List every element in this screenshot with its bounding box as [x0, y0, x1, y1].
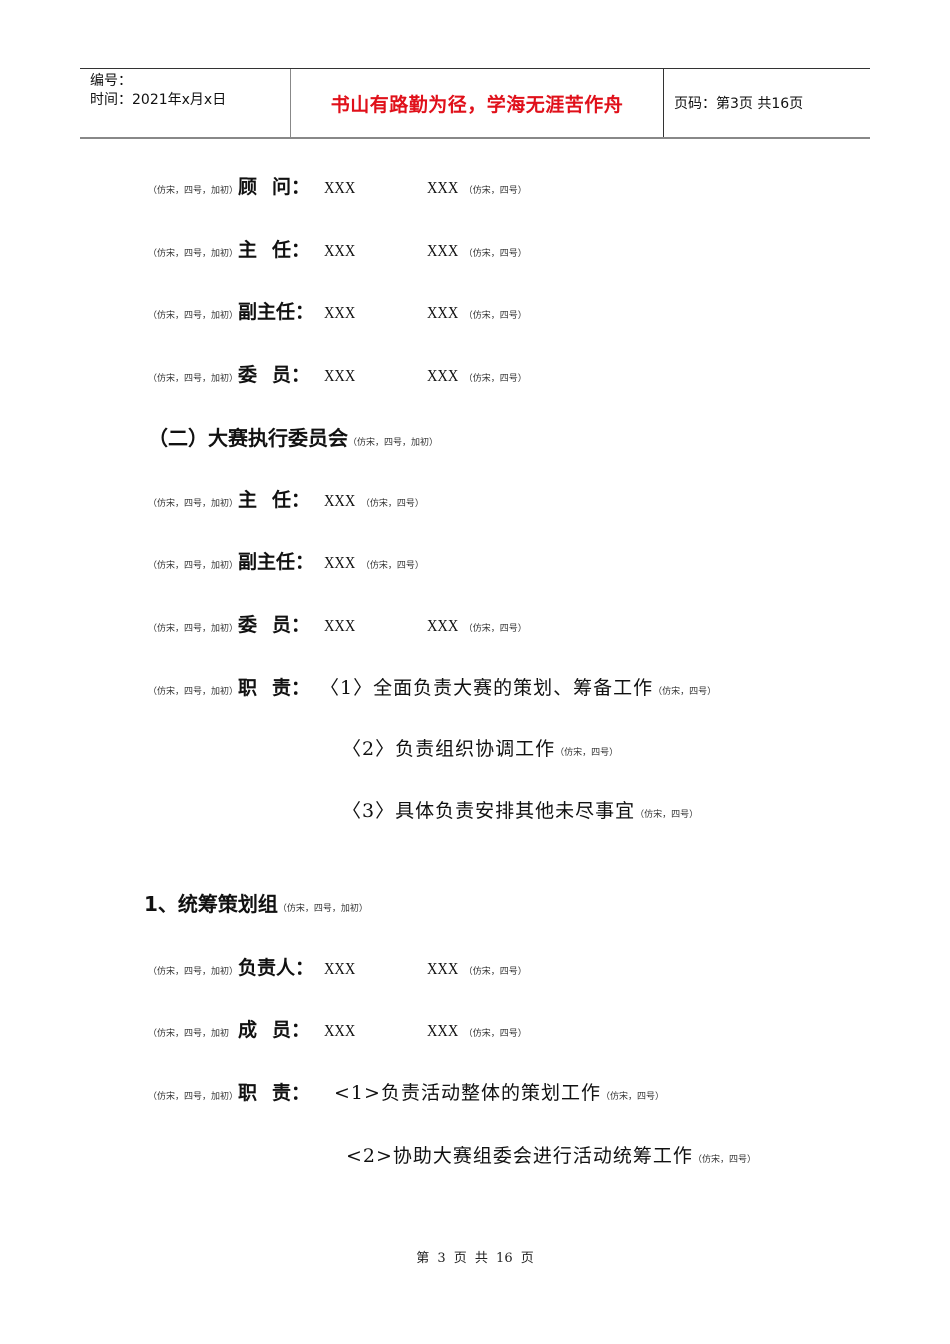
name-value: XXX: [324, 553, 356, 572]
format-note: （仿宋，四号，加初）: [148, 249, 239, 259]
role-label: 主任：: [238, 489, 311, 511]
format-note: （仿宋，四号）: [600, 1092, 664, 1102]
role-label: 副主任：: [238, 551, 315, 573]
format-note: （仿宋，四号）: [463, 967, 527, 977]
format-note: （仿宋，四号，加初）: [148, 186, 239, 196]
name-value: XXX: [426, 959, 459, 978]
page-header: 编号： 时间：2021年x月x日 书山有路勤为径，学海无涯苦作舟 页码：第3页 …: [80, 68, 870, 139]
format-note: （仿宋，四号）: [463, 311, 527, 321]
header-page-info: 页码：第3页 共16页: [674, 96, 804, 112]
format-note: （仿宋，四号，加初）: [148, 687, 239, 697]
role-label: 副主任：: [238, 301, 315, 323]
duty-item: <2>协助大赛组委会进行活动统筹工作: [346, 1145, 693, 1167]
format-note: （仿宋，四号）: [360, 561, 424, 571]
group-members-row: （仿宋，四号，加初 成员： XXX XXX （仿宋，四号）: [148, 1015, 527, 1042]
group-title: 1、统筹策划组: [144, 892, 278, 916]
format-note: （仿宋，四号，加初）: [148, 374, 239, 384]
format-note: （仿宋，四号，加初）: [348, 438, 439, 448]
committee-row-director: （仿宋，四号，加初） 主任： XXX XXX （仿宋，四号）: [148, 235, 527, 262]
format-note: （仿宋，四号）: [653, 687, 717, 697]
doc-number-label: 编号：: [90, 73, 132, 89]
format-note: （仿宋，四号，加初）: [148, 967, 239, 977]
name-value: XXX: [324, 303, 356, 322]
role-label: 职责：: [238, 1082, 311, 1104]
format-note: （仿宋，四号）: [692, 1155, 756, 1165]
format-note: （仿宋，四号）: [463, 374, 527, 384]
group-heading: 1、统筹策划组 （仿宋，四号，加初）: [144, 888, 368, 917]
name-value: XXX: [324, 241, 356, 260]
name-value: XXX: [324, 491, 356, 510]
name-value: XXX: [324, 959, 356, 978]
committee-row-deputy: （仿宋，四号，加初） 副主任： XXX XXX （仿宋，四号）: [148, 297, 527, 324]
name-value: XXX: [324, 616, 356, 635]
name-value: XXX: [426, 1021, 459, 1040]
group-duty-row: <2>协助大赛组委会进行活动统筹工作 （仿宋，四号）: [346, 1141, 756, 1168]
format-note: （仿宋，四号）: [463, 249, 527, 259]
format-note: （仿宋，四号，加初）: [148, 311, 239, 321]
role-label: 委员：: [238, 364, 311, 386]
name-value: XXX: [324, 1021, 356, 1040]
exec-row-deputy: （仿宋，四号，加初） 副主任： XXX （仿宋，四号）: [148, 547, 424, 574]
header-meta: 编号： 时间：2021年x月x日: [80, 69, 291, 137]
role-label: 委员：: [238, 614, 311, 636]
format-note: （仿宋，四号）: [555, 748, 619, 758]
exec-duty-row: 〈2〉负责组织协调工作 （仿宋，四号）: [342, 734, 618, 761]
format-note: （仿宋，四号）: [463, 624, 527, 634]
duty-item: <1>负责活动整体的策划工作: [334, 1082, 601, 1104]
format-note: （仿宋，四号）: [635, 810, 699, 820]
format-note: （仿宋，四号，加初）: [148, 499, 239, 509]
name-value: XXX: [426, 303, 459, 322]
format-note: （仿宋，四号）: [360, 499, 424, 509]
committee-row-member: （仿宋，四号，加初） 委员： XXX XXX （仿宋，四号）: [148, 360, 527, 387]
format-note: （仿宋，四号，加初: [148, 1029, 230, 1039]
name-value: XXX: [324, 366, 356, 385]
section-title: （二）大赛执行委员会: [148, 426, 348, 450]
format-note: （仿宋，四号，加初）: [148, 561, 239, 571]
exec-row-member: （仿宋，四号，加初） 委员： XXX XXX （仿宋，四号）: [148, 610, 527, 637]
page-footer: 第 3 页 共 16 页: [416, 1251, 534, 1266]
name-value: XXX: [426, 616, 459, 635]
doc-time-label: 时间：2021年x月x日: [90, 92, 227, 108]
group-duty-row: （仿宋，四号，加初） 职责： <1>负责活动整体的策划工作 （仿宋，四号）: [148, 1078, 664, 1105]
role-label: 主任：: [238, 239, 311, 261]
section-heading: （二）大赛执行委员会 （仿宋，四号，加初）: [148, 422, 438, 451]
role-label: 顾问：: [238, 176, 311, 198]
header-motto: 书山有路勤为径，学海无涯苦作舟: [291, 69, 664, 137]
name-value: XXX: [426, 241, 459, 260]
exec-duty-row: （仿宋，四号，加初） 职责： 〈1〉全面负责大赛的策划、筹备工作 （仿宋，四号）: [148, 673, 716, 700]
format-note: （仿宋，四号）: [463, 186, 527, 196]
duty-item: 〈2〉负责组织协调工作: [342, 738, 556, 760]
role-label: 成员：: [238, 1019, 311, 1041]
role-label: 职责：: [238, 677, 311, 699]
exec-row-director: （仿宋，四号，加初） 主任： XXX （仿宋，四号）: [148, 485, 424, 512]
role-label: 负责人：: [238, 957, 315, 979]
duty-item: 〈1〉全面负责大赛的策划、筹备工作: [320, 677, 654, 699]
name-value: XXX: [426, 178, 459, 197]
name-value: XXX: [426, 366, 459, 385]
format-note: （仿宋，四号，加初）: [277, 904, 368, 914]
name-value: XXX: [324, 178, 356, 197]
duty-item: 〈3〉具体负责安排其他未尽事宜: [342, 800, 636, 822]
committee-row-advisor: （仿宋，四号，加初） 顾问： XXX XXX （仿宋，四号）: [148, 172, 527, 199]
format-note: （仿宋，四号，加初）: [148, 624, 239, 634]
format-note: （仿宋，四号，加初）: [148, 1092, 239, 1102]
group-leader-row: （仿宋，四号，加初） 负责人： XXX XXX （仿宋，四号）: [148, 953, 527, 980]
exec-duty-row: 〈3〉具体负责安排其他未尽事宜 （仿宋，四号）: [342, 796, 698, 823]
format-note: （仿宋，四号）: [463, 1029, 527, 1039]
